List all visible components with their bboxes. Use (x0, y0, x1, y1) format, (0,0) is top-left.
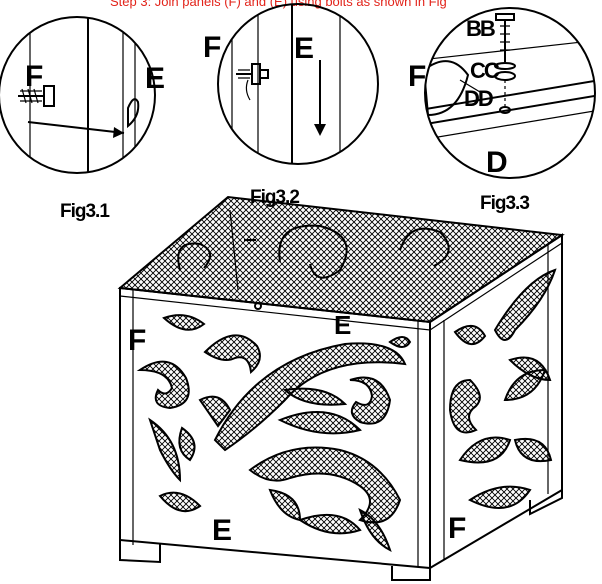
part-cc-label: CC (470, 58, 500, 83)
detail-fig3-3: BB CC DD F D Fig3.3 (408, 7, 596, 214)
fig3-2-label-f: F (203, 31, 221, 64)
part-bb-label: BB (466, 16, 495, 41)
mesh-label-e: E (334, 310, 351, 340)
fig3-2-label-e: E (294, 32, 314, 65)
fig3-3-caption: Fig3.3 (480, 193, 529, 214)
screw-icon (495, 13, 515, 62)
fig3-3-label-d: D (486, 146, 508, 179)
keyhole-slot (127, 98, 140, 129)
bolt-icon (18, 85, 55, 107)
side-panel-label-f: F (448, 512, 466, 545)
header-note: Step 3: Join panels (F) and (E) using bo… (110, 0, 447, 9)
fig3-1-caption: Fig3.1 (60, 201, 110, 222)
washer-icon (494, 62, 516, 70)
leg-bracket (425, 60, 470, 117)
detail-circle-2 (217, 3, 379, 165)
bolt-icon (236, 63, 269, 85)
front-panel-label-f: F (128, 324, 146, 357)
nut-icon (494, 71, 516, 81)
fire-pit-assembly: F E E F (117, 195, 565, 581)
detail-fig3-1: F E Fig3.1 (0, 16, 165, 222)
leg-front-left (119, 540, 161, 564)
leg-front-right (391, 566, 431, 581)
detail-circle-3 (424, 7, 596, 179)
fig3-3-label-f: F (408, 60, 426, 93)
front-panel-label-e: E (212, 514, 232, 547)
detail-fig3-2: F E Fig3.2 (203, 3, 379, 208)
front-panel (119, 286, 431, 570)
arrow-icon (113, 127, 124, 138)
part-dd-label: DD (464, 86, 493, 111)
fig3-1-label-e: E (145, 62, 165, 95)
detail-circle-1 (0, 16, 156, 174)
leg-back-right (529, 490, 563, 516)
fig3-1-label-f: F (25, 60, 43, 93)
arrow-down-icon (314, 124, 326, 136)
